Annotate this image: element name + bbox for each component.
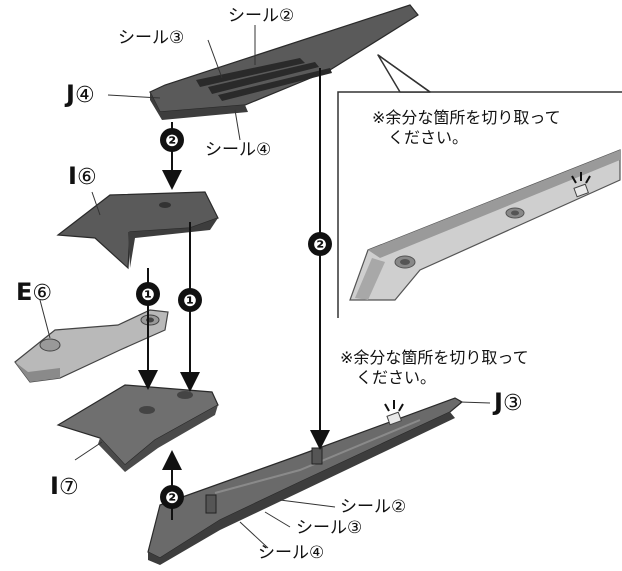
leader-lines — [39, 25, 491, 549]
label-j4: J④ — [66, 82, 95, 107]
label-i7: I⑦ — [50, 474, 79, 499]
label-j4-num: ④ — [74, 83, 95, 108]
label-j3-num: ③ — [502, 391, 523, 416]
label-j3-letter: J — [494, 388, 503, 416]
part-i7 — [56, 384, 219, 472]
cut-nub-main — [386, 411, 402, 426]
inset-note-line1: ※余分な箇所を切り取って — [372, 108, 561, 127]
step-badge-1b: ❶ — [178, 288, 202, 312]
label-i6-letter: I — [68, 162, 77, 190]
label-i7-num: ⑦ — [58, 475, 79, 500]
label-j4-letter: J — [66, 80, 75, 108]
sticker-label-top-3: シール③ — [118, 28, 185, 48]
part-j4 — [149, 4, 419, 120]
label-e6-letter: E — [16, 278, 33, 306]
label-e6-num: ⑥ — [32, 281, 53, 306]
main-note-line1: ※余分な箇所を切り取って — [340, 348, 529, 367]
label-i6-num: ⑥ — [76, 165, 97, 190]
step-badge-2b: ❷ — [308, 232, 332, 256]
part-e6 — [14, 309, 169, 383]
sticker-label-bottom-2: シール② — [340, 497, 407, 517]
inset-callout — [337, 54, 622, 318]
part-i6 — [56, 191, 219, 270]
part-j3 — [147, 397, 464, 565]
cut-nub-inset — [573, 183, 589, 198]
main-note: ※余分な箇所を切り取って ください。 — [340, 348, 529, 388]
label-i6: I⑥ — [68, 164, 97, 189]
label-j3: J③ — [494, 390, 523, 415]
sticker-label-bottom-3: シール③ — [296, 518, 363, 538]
step-badge-1a: ❶ — [136, 282, 160, 306]
main-note-line2: ください。 — [356, 368, 437, 387]
label-i7-letter: I — [50, 472, 59, 500]
label-e6: E⑥ — [16, 280, 52, 305]
sticker-label-top-2: シール② — [228, 6, 295, 26]
sticker-label-bottom-4: シール④ — [258, 543, 325, 563]
inset-note-line2: ください。 — [388, 128, 469, 147]
sticker-label-top-4: シール④ — [205, 140, 272, 160]
step-badge-2a: ❷ — [160, 128, 184, 152]
step-badge-2c: ❷ — [160, 485, 184, 509]
inset-note: ※余分な箇所を切り取って ください。 — [372, 108, 561, 148]
